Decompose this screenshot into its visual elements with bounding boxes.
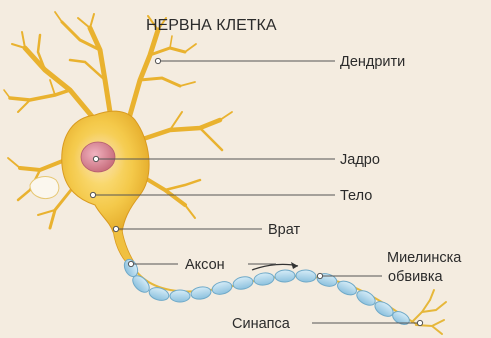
label-myelin-line1: Миелинска [387, 250, 462, 266]
vacuole [30, 177, 59, 199]
signal-arrow-head [291, 262, 298, 269]
label-dendrites: Дендрити [340, 54, 405, 70]
label-axon: Аксон [185, 257, 225, 273]
label-neck: Врат [268, 222, 300, 238]
label-synapse: Синапса [232, 316, 291, 332]
axon-hillock [113, 230, 134, 262]
signal-arrow [252, 264, 298, 270]
label-nucleus: Јадро [340, 152, 380, 168]
synapse-terminals [412, 290, 446, 334]
label-myelin-line2: обвивка [388, 269, 444, 285]
label-cell-body: Тело [340, 188, 372, 204]
diagram-title: НЕРВНА КЛЕТКА [146, 17, 277, 34]
